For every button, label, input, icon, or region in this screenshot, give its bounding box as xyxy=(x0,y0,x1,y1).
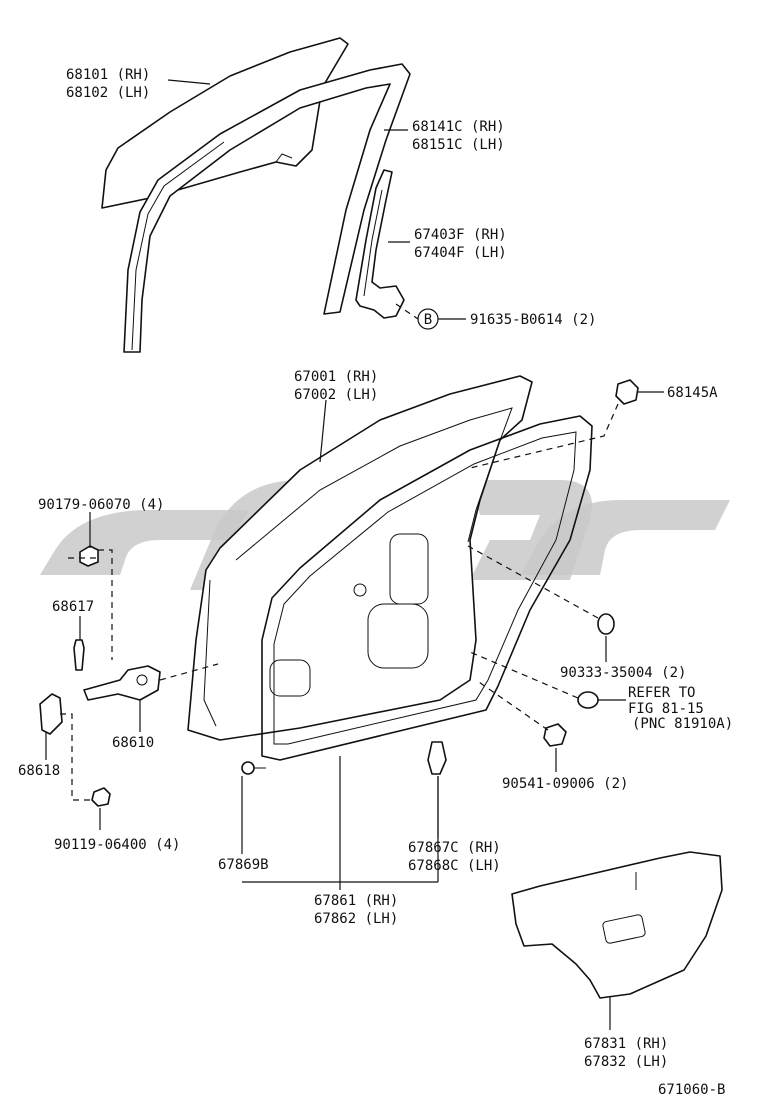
label-door-panel-rh: 67001 (RH) xyxy=(294,369,378,385)
label-hole-plug: 90333-35004 (2) xyxy=(560,665,686,681)
label-cushion: 68145A xyxy=(667,385,718,401)
hole-plug xyxy=(597,613,615,635)
label-cover-rh: 67831 (RH) xyxy=(584,1036,668,1052)
label-refer-line3: (PNC 81910A) xyxy=(632,716,733,732)
clip-67869B xyxy=(241,761,266,775)
label-cover-lh: 67832 (LH) xyxy=(584,1054,668,1070)
door-check-pin xyxy=(73,639,85,671)
door-glass-run-channel xyxy=(123,63,411,353)
label-grommet: 90541-09006 (2) xyxy=(502,776,628,792)
clip-67867C xyxy=(427,741,447,775)
door-glass xyxy=(101,37,349,209)
cushion-68145A xyxy=(615,379,639,405)
label-bolt-bottom: 90119-06400 (4) xyxy=(54,837,180,853)
label-refer-line1: REFER TO xyxy=(628,685,695,701)
label-pin: 68617 xyxy=(52,599,94,615)
diagram-id: 671060-B xyxy=(658,1082,725,1098)
label-clip-right-lh: 67868C (LH) xyxy=(408,858,501,874)
label-run-channel-lh: 68151C (LH) xyxy=(412,137,505,153)
label-clip-left: 67869B xyxy=(218,857,269,873)
label-bracket: 68618 xyxy=(18,763,60,779)
bolt-bottom xyxy=(91,787,111,807)
label-division-bar-rh: 67403F (RH) xyxy=(414,227,507,243)
label-weatherstrip-rh: 67861 (RH) xyxy=(314,893,398,909)
label-clip-right-rh: 67867C (RH) xyxy=(408,840,501,856)
division-bar xyxy=(355,169,405,319)
label-glass-rh: 68101 (RH) xyxy=(66,67,150,83)
leader-lines xyxy=(45,79,664,1030)
refer-plug xyxy=(577,691,599,709)
label-screw-b: 91635-B0614 (2) xyxy=(470,312,596,328)
door-panel xyxy=(187,375,533,741)
label-run-channel-rh: 68141C (RH) xyxy=(412,119,505,135)
label-refer-line2: FIG 81-15 xyxy=(628,701,704,717)
callout-letter: B xyxy=(424,312,432,328)
door-check-bracket xyxy=(39,693,63,735)
label-glass-lh: 68102 (LH) xyxy=(66,85,150,101)
label-check: 68610 xyxy=(112,735,154,751)
callout-b: B xyxy=(417,308,439,330)
door-weatherstrip xyxy=(261,415,593,761)
label-bolt-top: 90179-06070 (4) xyxy=(38,497,164,513)
label-weatherstrip-lh: 67862 (LH) xyxy=(314,911,398,927)
grommet xyxy=(543,723,567,747)
service-hole-cover xyxy=(511,851,723,999)
label-division-bar-lh: 67404F (LH) xyxy=(414,245,507,261)
door-check xyxy=(83,665,161,701)
label-door-panel-lh: 67002 (LH) xyxy=(294,387,378,403)
